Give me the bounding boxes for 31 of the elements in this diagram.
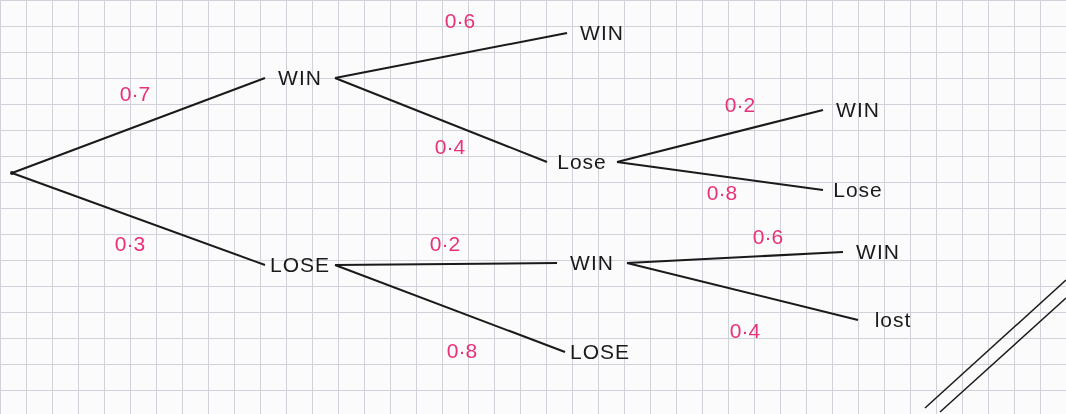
probability-label: 0·6 xyxy=(752,225,784,247)
outcome-label: WIN xyxy=(843,236,913,268)
probability-label: 0·4 xyxy=(729,319,761,341)
outcome-label: LOSE xyxy=(265,249,335,281)
branch-line xyxy=(334,262,558,266)
branch-point xyxy=(10,171,14,175)
probability-label: 0·8 xyxy=(706,181,738,203)
branch-line xyxy=(626,251,844,264)
outcome-label: WIN xyxy=(567,17,637,49)
probability-label: 0·7 xyxy=(119,82,151,104)
probability-label: 0·3 xyxy=(114,232,146,254)
outcome-label: Lose xyxy=(547,146,617,178)
outcome-label: WIN xyxy=(557,247,627,279)
probability-label: 0·8 xyxy=(446,339,478,361)
branch-line xyxy=(616,161,824,191)
outcome-label: lost xyxy=(858,304,928,336)
branch-line xyxy=(334,77,548,163)
outcome-label: LOSE xyxy=(565,336,635,368)
branch-line xyxy=(626,262,859,321)
branch-line xyxy=(616,109,824,163)
probability-label: 0·2 xyxy=(724,93,756,115)
outcome-label: Lose xyxy=(823,174,893,206)
branch-line xyxy=(334,32,568,79)
outcome-label: WIN xyxy=(265,62,335,94)
outcome-label: WIN xyxy=(823,94,893,126)
branch-line xyxy=(11,77,266,174)
probability-label: 0·4 xyxy=(434,135,466,157)
branch-line xyxy=(11,172,266,266)
branch-line xyxy=(334,264,566,353)
probability-label: 0·6 xyxy=(444,9,476,31)
probability-label: 0·2 xyxy=(429,232,461,254)
